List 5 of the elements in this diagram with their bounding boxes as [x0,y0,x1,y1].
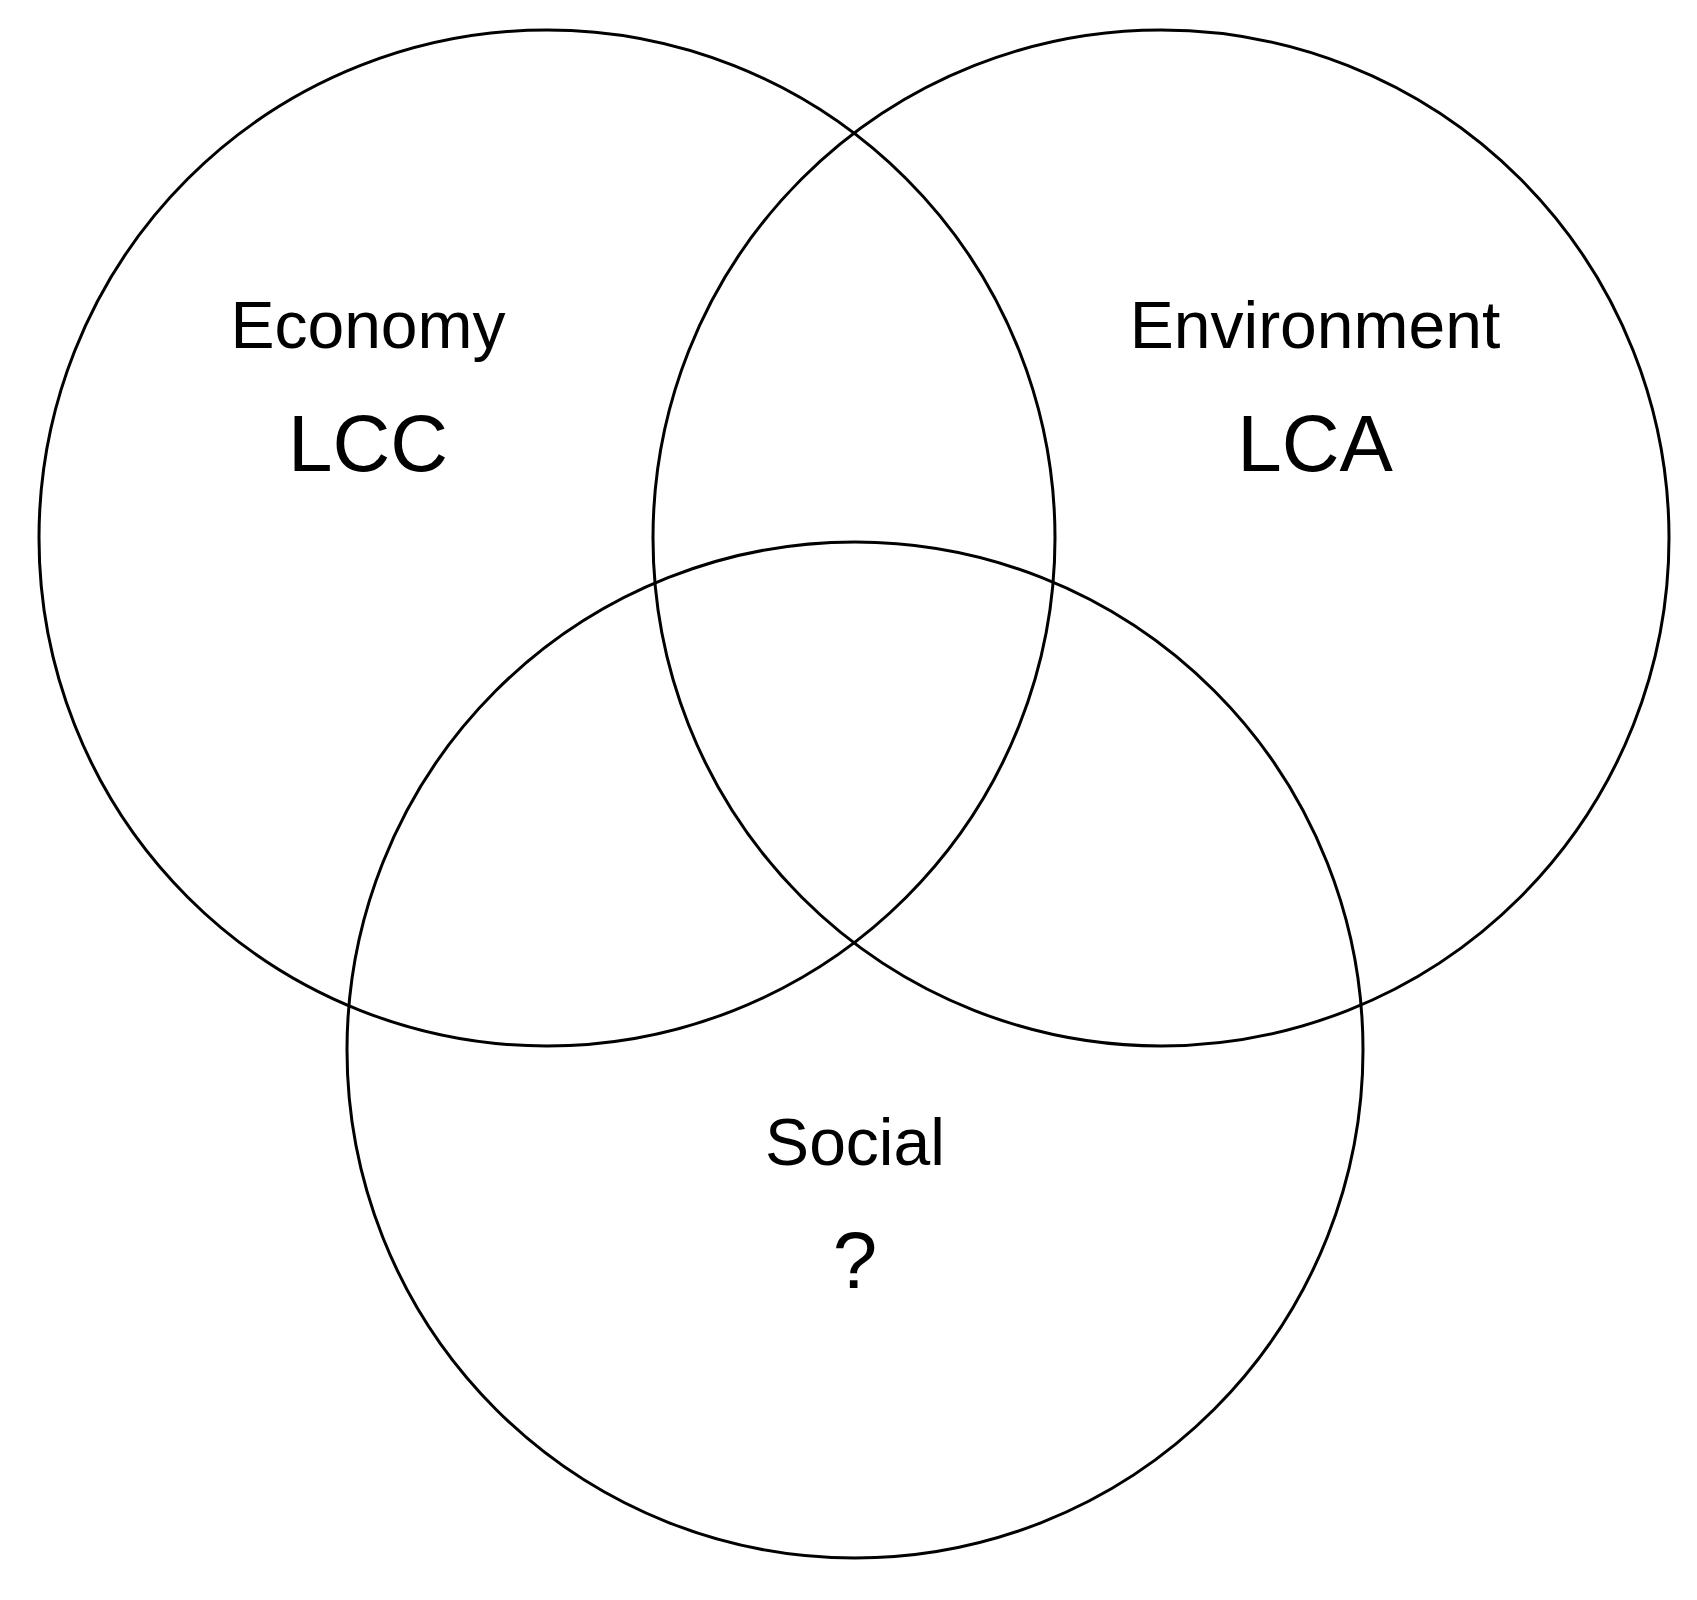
circle-abbreviation: LCA [1237,404,1393,484]
circle-heading: Environment [1129,292,1501,358]
circle-heading: Social [765,1109,945,1175]
circle-abbreviation: LCC [288,404,448,484]
circle-abbreviation: ? [832,1221,878,1301]
